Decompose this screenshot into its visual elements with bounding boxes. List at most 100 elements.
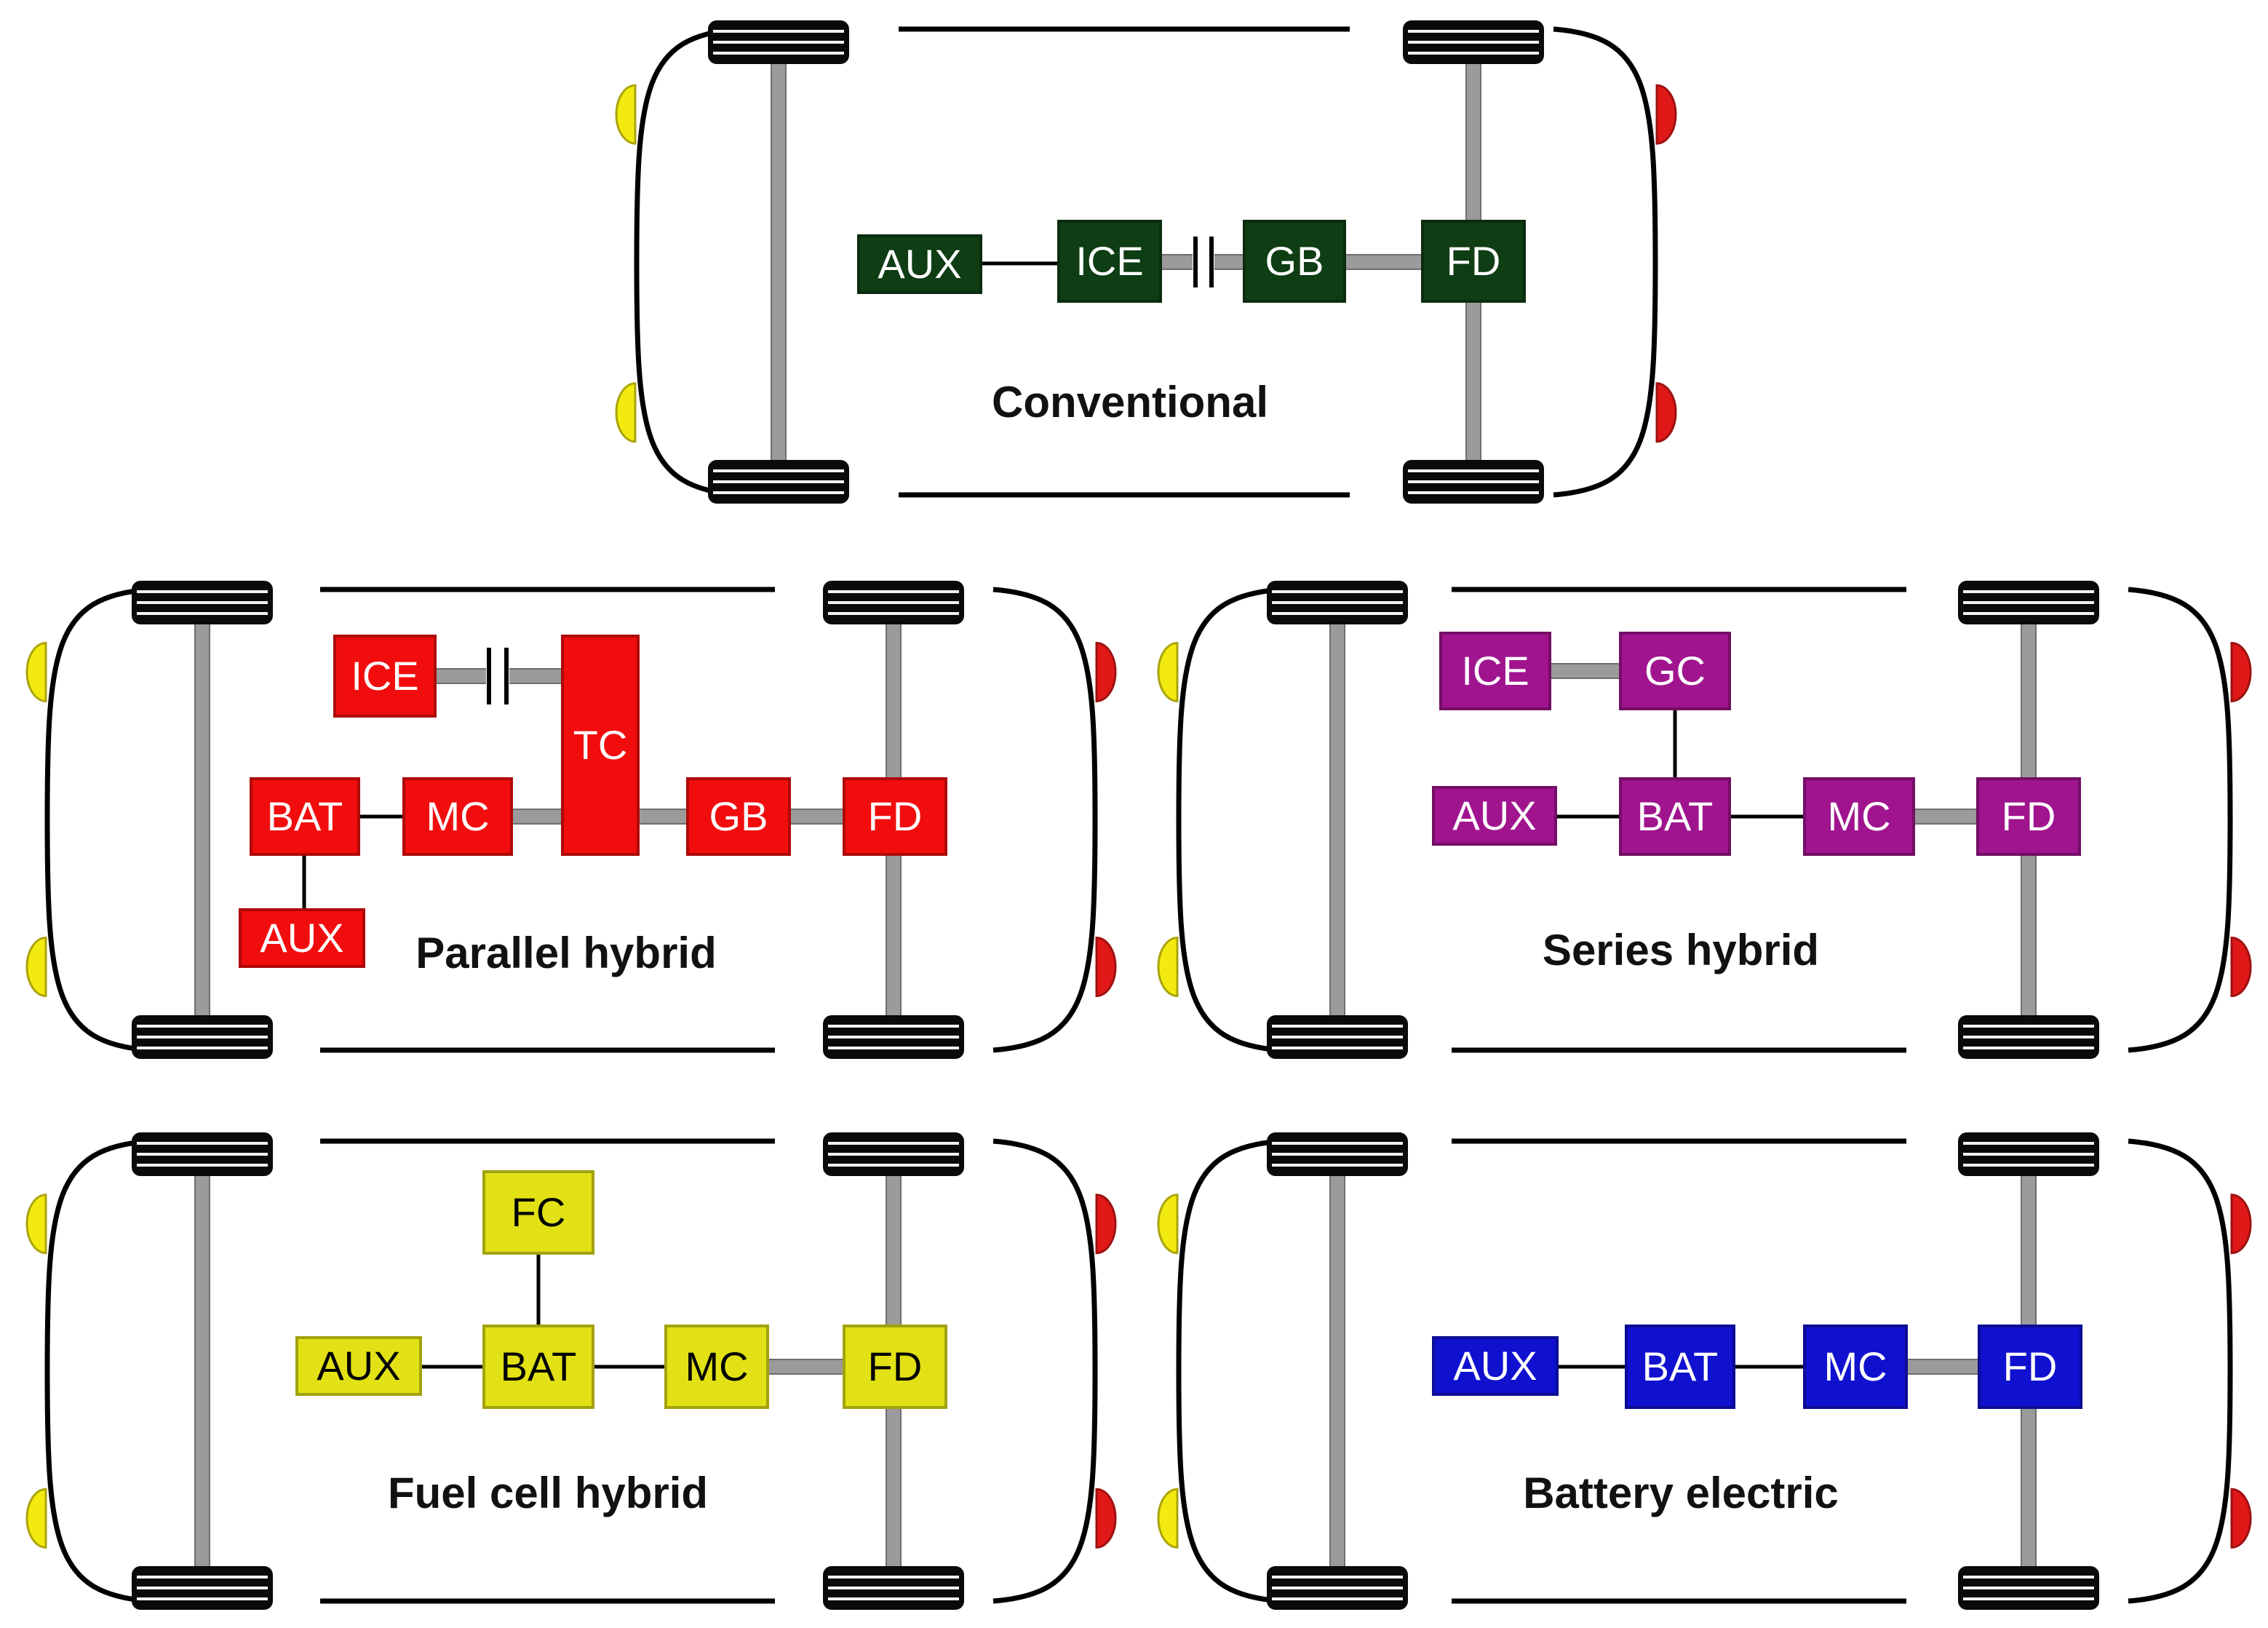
tire-icon [1958,581,2099,624]
tire-icon [823,1132,964,1176]
headlight-icon [1157,1488,1179,1549]
mechanical-shaft [1906,1359,1980,1375]
component-label: BAT [1637,793,1714,839]
car-front-outline [44,1138,150,1604]
component-tc: TC [561,635,640,856]
component-label: AUX [1453,1343,1537,1389]
tire-icon [708,460,849,504]
component-fc: FC [482,1170,594,1255]
tire-icon [1958,1132,2099,1176]
component-label: ICE [1461,648,1529,694]
tire-icon [1958,1566,2099,1610]
vehicle-battery: AUX BAT MC FD Battery electric [1157,1132,2252,1610]
mechanical-shaft [1344,254,1423,270]
car-rear-outline [992,1138,1098,1604]
tire-icon [1403,20,1544,64]
car-front-outline [44,587,150,1053]
component-label: ICE [351,653,418,699]
powertrain-title: Battery electric [1523,1469,1839,1517]
mechanical-shaft [1549,663,1621,679]
headlight-icon [1157,641,1179,702]
car-front-outline [634,26,739,498]
component-label: AUX [317,1343,400,1389]
component-mc: MC [402,777,513,856]
headlight-icon [25,641,47,702]
tire-icon [708,20,849,64]
component-label: FD [868,1343,923,1389]
component-aux: AUX [295,1336,422,1396]
car-front-outline [1176,587,1281,1053]
component-label: BAT [1642,1343,1719,1389]
component-label: MC [685,1343,748,1389]
component-bat: BAT [482,1325,594,1409]
mechanical-shaft [1913,809,1978,825]
mechanical-shaft [511,809,563,825]
mechanical-shaft [789,809,845,825]
component-label: FC [512,1189,566,1235]
component-ice: ICE [333,635,437,718]
component-aux: AUX [1432,1336,1559,1396]
component-gc: GC [1619,632,1731,710]
component-aux: AUX [857,234,982,294]
taillight-icon [2230,1194,2252,1255]
mechanical-shaft [637,809,688,825]
component-fd: FD [843,777,947,856]
component-label: TC [573,722,628,768]
taillight-icon [1095,641,1117,702]
car-rear-outline [1553,26,1658,498]
component-label: MC [1827,793,1890,839]
tire-icon [132,1132,273,1176]
car-rear-outline [2128,587,2233,1053]
front-axle [771,43,787,481]
headlight-icon [25,1488,47,1549]
tire-icon [1403,460,1544,504]
powertrain-title: Parallel hybrid [415,929,717,977]
component-gb: GB [1243,220,1346,303]
taillight-icon [2230,1488,2252,1549]
component-label: GB [1265,238,1324,284]
component-bat: BAT [1619,777,1731,856]
taillight-icon [1095,1488,1117,1549]
headlight-icon [615,382,637,443]
component-label: FD [1447,238,1501,284]
headlight-icon [1157,937,1179,998]
component-label: GB [709,793,768,839]
component-fd: FD [843,1325,947,1409]
component-label: FD [2003,1343,2058,1389]
headlight-icon [1157,1194,1179,1255]
headlight-icon [25,937,47,998]
component-mc: MC [1803,1325,1908,1409]
tire-icon [1267,1132,1408,1176]
component-label: GC [1644,648,1706,694]
component-bat: BAT [1625,1325,1735,1409]
front-axle [1329,1155,1345,1587]
tire-icon [132,581,273,624]
component-label: FD [868,793,923,839]
front-axle [194,1155,210,1587]
component-label: FD [2002,793,2056,839]
component-label: AUX [878,241,961,287]
component-mc: MC [664,1325,769,1409]
car-rear-outline [992,587,1098,1053]
component-label: MC [1823,1343,1887,1389]
component-mc: MC [1803,777,1915,856]
tire-icon [823,1566,964,1610]
component-label: MC [426,793,489,839]
tire-icon [1958,1015,2099,1059]
component-fd: FD [1978,1325,2082,1409]
headlight-icon [615,84,637,145]
taillight-icon [2230,937,2252,998]
powertrain-title: Conventional [992,378,1268,426]
component-label: BAT [267,793,343,839]
tire-icon [1267,1015,1408,1059]
headlight-icon [25,1194,47,1255]
taillight-icon [1095,937,1117,998]
front-axle [1329,603,1345,1036]
component-bat: BAT [250,777,360,856]
component-label: BAT [501,1343,577,1389]
component-gb: GB [686,777,791,856]
taillight-icon [1095,1194,1117,1255]
